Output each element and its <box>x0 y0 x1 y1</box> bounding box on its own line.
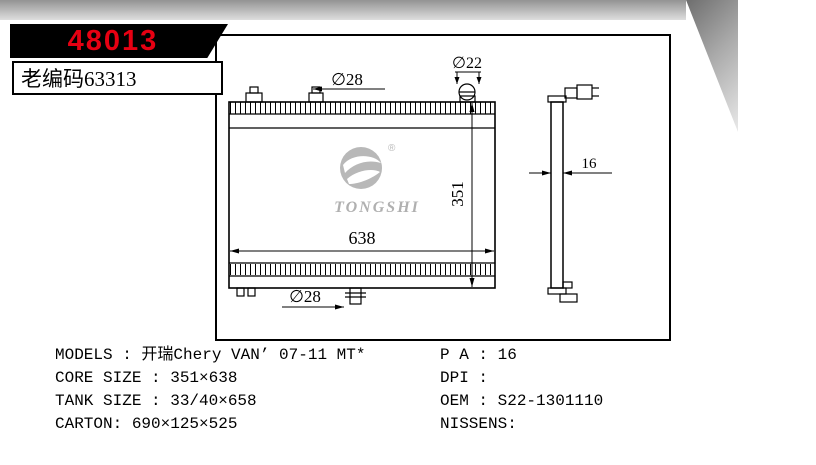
part-number: 48013 <box>67 24 159 57</box>
part-number-banner: 48013 <box>10 24 228 58</box>
dim-cap <box>454 71 482 84</box>
spec-carton: CARTON: 690×125×525 <box>55 415 238 433</box>
bottom-bracket <box>236 287 256 297</box>
specs-right-column: P A : 16 DPI : OEM : S22-1301110 NISSENS… <box>440 344 770 436</box>
specs-block: MODELS : 开瑞Chery VAN’ 07-11 MT* CORE SIZ… <box>55 344 785 436</box>
dim-bottom-outlet <box>282 304 344 310</box>
spec-nissens: NISSENS: <box>440 415 517 433</box>
specs-left-column: MODELS : 开瑞Chery VAN’ 07-11 MT* CORE SIZ… <box>55 344 440 436</box>
filler-cap <box>458 83 476 103</box>
dimension-lines <box>230 71 612 310</box>
spec-pa: P A : 16 <box>440 346 517 364</box>
registered-mark: ® <box>388 143 396 154</box>
dim-bottom-outlet-label: ∅28 <box>289 287 321 306</box>
tongshi-logo: ® TONGSHI <box>334 143 420 216</box>
front-view <box>228 83 496 305</box>
spec-dpi: DPI : <box>440 369 489 387</box>
dim-top-inlet-label: ∅28 <box>331 70 363 89</box>
dim-width-label: 638 <box>349 228 376 248</box>
spec-tank-size: TANK SIZE : 33/40×658 <box>55 392 257 410</box>
top-gradient-bar <box>0 0 686 20</box>
dim-cap-label: ∅22 <box>452 55 482 72</box>
dim-height-label: 351 <box>448 181 467 207</box>
old-code-text: 老编码63313 <box>21 67 137 91</box>
drawing-frame: ∅28 ∅22 351 638 ∅28 16 <box>215 34 671 341</box>
spec-models: MODELS : 开瑞Chery VAN’ 07-11 MT* <box>55 346 366 364</box>
dimension-labels: ∅28 ∅22 351 638 ∅28 16 <box>289 55 597 306</box>
spec-core-size: CORE SIZE : 351×638 <box>55 369 238 387</box>
dim-height <box>469 103 475 287</box>
logo-swoosh-icon <box>340 147 382 189</box>
logo-brand-text: TONGSHI <box>334 199 420 216</box>
dim-thickness-label: 16 <box>582 156 598 172</box>
bottom-outlet-pipe <box>345 287 366 305</box>
side-top-fitting <box>564 84 599 100</box>
radiator-drawing: ∅28 ∅22 351 638 ∅28 16 <box>228 55 612 310</box>
side-bottom-fitting <box>547 281 578 303</box>
side-view <box>547 84 599 303</box>
old-code-box: 老编码63313 <box>12 61 223 95</box>
top-bracket-left <box>245 86 263 103</box>
dim-width <box>230 248 494 254</box>
corner-fold-decoration <box>686 0 738 132</box>
spec-oem: OEM : S22-1301110 <box>440 392 604 410</box>
dim-top-inlet <box>313 86 385 92</box>
dim-thickness <box>529 170 612 176</box>
